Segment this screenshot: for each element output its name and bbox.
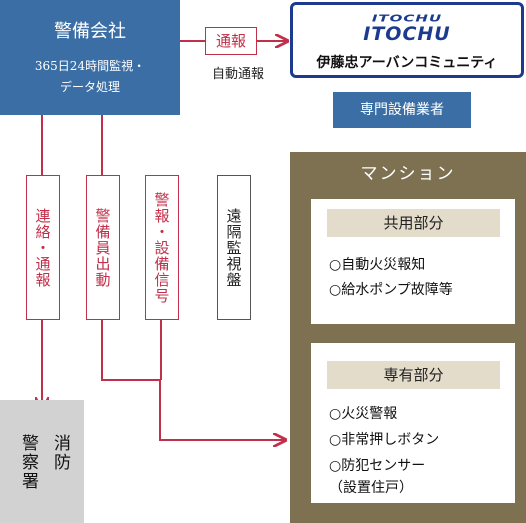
common-item: ○給水ポンプ故障等 [329, 282, 453, 298]
mansion-title: マンション [360, 164, 456, 184]
mansion-box: マンション 共用部分 ○自動火災報知 ○給水ポンプ故障等 専有部分 ○火災警報 … [290, 152, 526, 523]
guard-dispatch-tag: 警備員出動 [86, 175, 120, 320]
fire-department-label: 消防 [50, 434, 70, 472]
arrow-dispatch-to-mansion [101, 115, 284, 440]
private-item: ○防犯センサー [329, 458, 426, 474]
private-item: （設置住戸） [329, 480, 413, 496]
itochu-box: ITOCHU ITOCHU 伊藤忠アーバンコミュニティ [290, 2, 524, 78]
police-station-label: 警察署 [18, 434, 38, 491]
security-company-box: 警備会社 365日24時間監視・ データ処理 [0, 0, 180, 115]
security-company-title: 警備会社 [54, 21, 126, 42]
common-area-panel: 共用部分 ○自動火災報知 ○給水ポンプ故障等 [311, 199, 515, 324]
remote-monitor-tag: 遠隔監視盤 [217, 175, 251, 320]
security-company-subtitle-line2: データ処理 [59, 80, 120, 94]
auto-report-label: 自動通報 [211, 67, 264, 82]
itochu-logo-line1: ITOCHU [371, 12, 443, 24]
common-item: ○自動火災報知 [329, 257, 426, 273]
private-item: ○非常押しボタン [329, 432, 440, 448]
itochu-company-name: 伊藤忠アーバンコミュニティ [316, 55, 498, 71]
private-item: ○火災警報 [329, 406, 398, 422]
common-area-heading: 共用部分 [327, 209, 500, 237]
fire-police-box: 消防 警察署 [0, 400, 84, 523]
itochu-logo-line2: ITOCHU [363, 23, 451, 45]
private-area-panel: 専有部分 ○火災警報 ○非常押しボタン ○防犯センサー （設置住戸） [311, 343, 515, 503]
alarm-signal-tag: 警報・設備信号 [145, 175, 179, 320]
specialist-box: 専門設備業者 [333, 92, 471, 128]
security-company-subtitle: 365日24時間監視・ データ処理 [0, 56, 180, 98]
security-company-subtitle-line1: 365日24時間監視・ [34, 59, 146, 73]
private-area-heading: 専有部分 [327, 361, 500, 389]
contact-report-tag: 連絡・通報 [26, 175, 60, 320]
itochu-logo: ITOCHU ITOCHU [293, 10, 521, 45]
report-tag: 通報 [205, 27, 257, 55]
